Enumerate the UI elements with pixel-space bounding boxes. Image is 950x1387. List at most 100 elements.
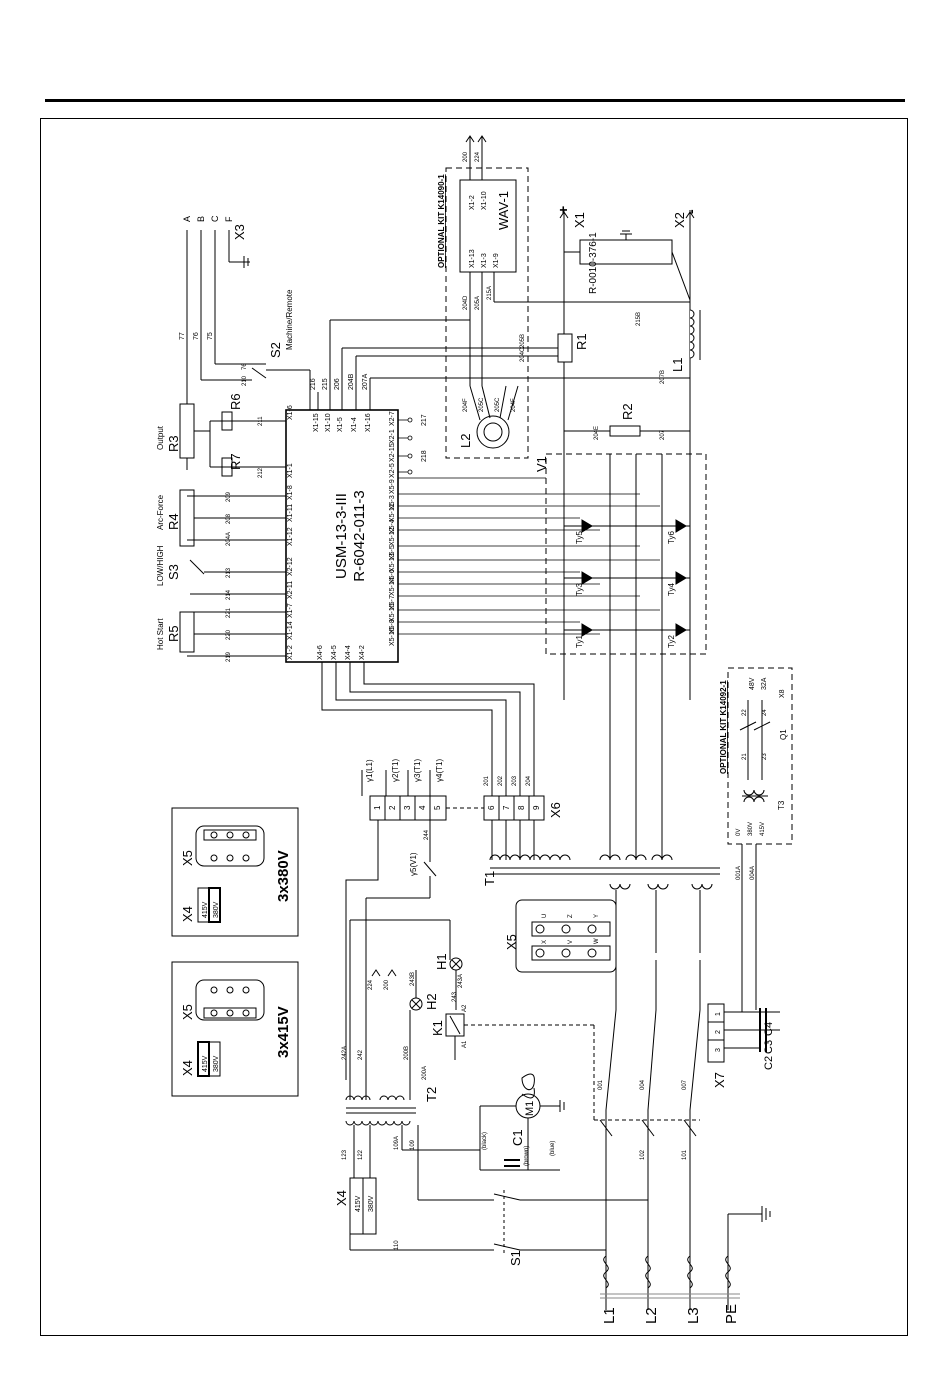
output-label: Output bbox=[156, 425, 165, 450]
pin-x4-2: X4-2 bbox=[359, 645, 366, 660]
wire-208: 208 bbox=[226, 513, 232, 524]
transformer-t1: T1 bbox=[482, 854, 720, 890]
x8-label: X8 bbox=[779, 689, 786, 698]
t3-380v: 380V bbox=[748, 822, 754, 836]
machine-remote-label: Machine/Remote bbox=[285, 289, 294, 350]
pin-x1-6: X1-6 bbox=[287, 405, 294, 420]
wire-215a: 215A bbox=[487, 286, 493, 300]
x3-a: A bbox=[182, 216, 192, 222]
pin-x1-15: X1-15 bbox=[313, 413, 320, 432]
wire-242a: 242A bbox=[342, 1046, 348, 1060]
x3-c: C bbox=[210, 215, 220, 222]
wire-243: 243 bbox=[452, 991, 458, 1002]
x7-n1: 1 bbox=[715, 1012, 722, 1016]
pin-x2-12: X2-12 bbox=[287, 557, 294, 576]
wire-007: 007 bbox=[682, 1079, 688, 1090]
wire-205c-2: 205C bbox=[495, 397, 501, 412]
mains-l3: L3 bbox=[685, 1307, 702, 1324]
r2-label: R2 bbox=[620, 403, 635, 420]
strip-n3: 3 bbox=[403, 805, 412, 810]
pin-x2-7: X2-7 bbox=[389, 411, 396, 426]
blue-label: (blue) bbox=[550, 1141, 556, 1156]
box-380v: X5 X4 415V 380V 3x380V bbox=[171, 807, 299, 937]
wire-200: 200 bbox=[384, 979, 390, 990]
wire-205c: 205C bbox=[479, 397, 485, 412]
hot-start-label: Hot Start bbox=[156, 618, 165, 650]
wire-202: 202 bbox=[498, 775, 504, 786]
wire-77: 77 bbox=[179, 332, 186, 340]
t2-label: T2 bbox=[424, 1087, 439, 1102]
low-high-label: LOW/HIGH bbox=[156, 545, 165, 586]
rcomp-label: R-0010-376-1 bbox=[588, 232, 599, 294]
x1-plus: + bbox=[555, 206, 571, 214]
pin-x1-16: X1-16 bbox=[365, 413, 372, 432]
s3-label: S3 bbox=[166, 564, 181, 580]
wire-220: 220 bbox=[226, 629, 232, 640]
c1-label: C1 bbox=[510, 1129, 525, 1146]
pin-x5-16: X5-16 bbox=[389, 627, 396, 646]
pin-x5-14: X5-14 bbox=[389, 577, 396, 596]
wire-214: 214 bbox=[226, 589, 232, 600]
c4-label: C4 bbox=[763, 1022, 775, 1036]
wire-243b: 243B bbox=[410, 972, 416, 986]
r4-label: R4 bbox=[166, 513, 181, 530]
x5-terminal: U X V W Y Z X5 bbox=[504, 890, 701, 973]
wire-101: 101 bbox=[682, 1149, 688, 1160]
ty1-label: Ty1 bbox=[575, 635, 584, 648]
x1-label: X1 bbox=[572, 212, 587, 228]
wire-204d: 204D bbox=[463, 295, 469, 310]
strip-n2: 2 bbox=[388, 805, 397, 810]
pin-x4-4: X4-4 bbox=[345, 645, 352, 660]
x3-f: F bbox=[224, 216, 234, 222]
fan-circuit: M1 C1 (black) (brown) (blue) bbox=[479, 1073, 565, 1171]
x5-415-label: X5 bbox=[180, 1004, 195, 1020]
x4-380-label: X4 bbox=[180, 906, 195, 922]
strip-n7: 7 bbox=[502, 805, 511, 810]
usm-name: USM-13-3-III bbox=[333, 493, 350, 579]
wire-221: 221 bbox=[226, 607, 232, 618]
pin-x1-14: X1-14 bbox=[287, 621, 294, 640]
wire-204e: 204E bbox=[594, 426, 600, 440]
usm-top-wires: 216 215 206 204B 207A bbox=[310, 319, 690, 410]
pin-x1-5: X1-5 bbox=[337, 417, 344, 432]
kit2-label: OPTIONAL KIT K14092-1 bbox=[719, 680, 728, 774]
wire-212: 212 bbox=[258, 467, 264, 478]
x7-filter: 1 2 3 X7 C2 C3 C4 bbox=[707, 1003, 780, 1088]
wire-213: 213 bbox=[226, 567, 232, 578]
x3-label: X3 bbox=[232, 224, 247, 240]
pin-x5-4: X5-4 bbox=[389, 519, 396, 534]
pin-x4-6: X4-6 bbox=[317, 645, 324, 660]
wire-109: 109 bbox=[410, 1139, 416, 1150]
h1-label: H1 bbox=[434, 953, 449, 970]
box-415v: X5 X4 415V 380V 3x415V bbox=[171, 961, 299, 1097]
pin-x1-7: X1-7 bbox=[287, 603, 294, 618]
wire-204a: 204A bbox=[226, 532, 232, 546]
wire-243a: 243A bbox=[458, 974, 464, 988]
x5-u: U bbox=[542, 914, 548, 918]
strip-n5: 5 bbox=[433, 805, 442, 810]
gamma5: γ5(V1) bbox=[409, 852, 418, 876]
usm-code: R-6042-011-3 bbox=[351, 490, 368, 581]
box415-title: 3x415V bbox=[275, 1006, 292, 1058]
x2-label: X2 bbox=[672, 212, 687, 228]
pin-x1-1: X1-1 bbox=[287, 463, 294, 478]
wire-218: 218 bbox=[421, 450, 428, 462]
t3-0v: 0V bbox=[736, 829, 742, 836]
x2-minus: - bbox=[683, 209, 699, 214]
q22: 22 bbox=[742, 709, 748, 716]
wire-122: 122 bbox=[358, 1149, 364, 1160]
wire-205a: 205A bbox=[475, 296, 481, 310]
kit1-label: OPTIONAL KIT K14090-1 bbox=[437, 174, 446, 268]
c2-label: C2 bbox=[763, 1056, 775, 1070]
pin-x2-15: X2-15 bbox=[389, 443, 396, 462]
pin-x2-11: X2-11 bbox=[287, 581, 294, 599]
strip-n1: 1 bbox=[373, 805, 382, 810]
wire-207b: 207B bbox=[660, 370, 666, 384]
wire-210: 210 bbox=[242, 375, 248, 386]
strip-n8: 8 bbox=[517, 805, 526, 810]
wire-215b: 215B bbox=[636, 312, 642, 326]
x5-x: X bbox=[542, 940, 548, 944]
gamma3: γ3(T1) bbox=[413, 759, 422, 782]
k1-a2: A2 bbox=[462, 1004, 468, 1012]
wire-204b: 204B bbox=[348, 373, 355, 390]
